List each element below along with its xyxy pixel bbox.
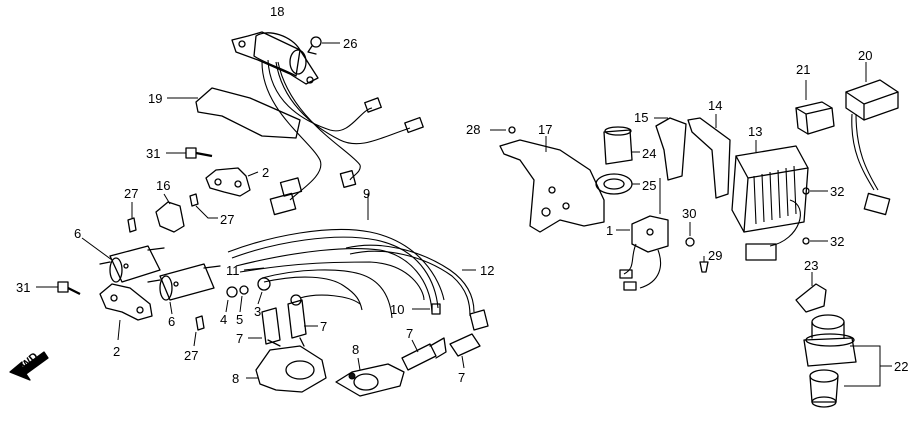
part-10-wire-end <box>412 303 441 315</box>
callout-8-left: 8 <box>232 371 239 386</box>
callout-3: 3 <box>254 304 261 319</box>
callout-16: 16 <box>156 178 170 193</box>
callout-7-d: 7 <box>458 370 465 385</box>
part-32-screw-upper <box>802 187 828 195</box>
callout-32-lower: 32 <box>830 234 844 249</box>
callout-10: 10 <box>390 302 404 317</box>
callout-labels: 18 26 19 31 2 16 27 27 9 6 11 12 31 10 4… <box>14 4 908 386</box>
callout-8-right: 8 <box>352 342 359 357</box>
callout-30: 30 <box>682 206 696 221</box>
part-2-clamp-lower <box>99 283 153 341</box>
part-22-pump <box>803 314 892 408</box>
part-30-washer <box>685 222 695 247</box>
part-25-rubber-mount <box>595 173 640 195</box>
callout-32-upper: 32 <box>830 184 844 199</box>
callout-24: 24 <box>642 146 656 161</box>
callout-18: 18 <box>270 4 284 19</box>
part-29-screw <box>699 256 709 273</box>
callout-4: 4 <box>220 312 227 327</box>
callout-31-upper: 31 <box>146 146 160 161</box>
part-27-screw-lower <box>193 315 205 347</box>
callout-7-b: 7 <box>236 331 243 346</box>
part-1-sensor <box>616 178 669 291</box>
callout-27-left: 27 <box>124 186 138 201</box>
callout-29: 29 <box>708 248 722 263</box>
fwd-arrow-icon <box>9 351 49 381</box>
callout-21: 21 <box>796 62 810 77</box>
part-8-coil-left <box>246 337 327 393</box>
part-21-relay <box>795 80 835 135</box>
part-23-bracket <box>795 272 827 313</box>
part-27-screw-upper <box>189 193 218 219</box>
callout-11: 11 <box>226 263 240 278</box>
part-19-plate <box>167 87 301 139</box>
callout-28: 28 <box>466 122 480 137</box>
part-7-caps-left <box>248 294 318 345</box>
part-18-wires <box>261 59 424 216</box>
part-5-nut <box>239 285 249 313</box>
callout-22: 22 <box>894 359 908 374</box>
callout-23: 23 <box>804 258 818 273</box>
callout-2-lower: 2 <box>113 344 120 359</box>
callout-1: 1 <box>606 223 613 238</box>
part-15-bracket <box>654 117 687 181</box>
part-31-bolt-upper <box>166 147 213 159</box>
callout-31-lower: 31 <box>16 280 30 295</box>
part-26-screw <box>307 36 340 55</box>
callout-6-left: 6 <box>74 226 81 241</box>
part-6-coil-right <box>147 263 221 315</box>
callout-25: 25 <box>642 178 656 193</box>
part-6-coil-left <box>81 237 165 283</box>
callout-27-upper: 27 <box>220 212 234 227</box>
part-9-hightension-wires <box>227 194 476 319</box>
part-27-screw-left <box>127 202 137 233</box>
part-28-screw <box>490 126 516 134</box>
callout-7-c: 7 <box>406 326 413 341</box>
part-13-cdi-unit <box>731 140 809 261</box>
part-24-relay <box>603 126 640 165</box>
part-32-screw-lower <box>802 237 828 245</box>
callout-19: 19 <box>148 91 162 106</box>
callout-12: 12 <box>480 263 494 278</box>
part-17-bracket <box>499 136 605 233</box>
callout-26: 26 <box>343 36 357 51</box>
callout-17: 17 <box>538 122 552 137</box>
callout-20: 20 <box>858 48 872 63</box>
part-8-coil-right <box>335 357 405 397</box>
part-2-clamp-upper <box>205 167 259 197</box>
part-18-coil-top <box>231 31 319 85</box>
callout-9: 9 <box>363 186 370 201</box>
callout-13: 13 <box>748 124 762 139</box>
callout-5: 5 <box>236 312 243 327</box>
callout-6-right: 6 <box>168 314 175 329</box>
part-4-washer <box>225 286 238 313</box>
callout-27-lower: 27 <box>184 348 198 363</box>
callout-7-a: 7 <box>320 319 327 334</box>
part-16-bracket <box>155 193 185 233</box>
callout-2-upper: 2 <box>262 165 269 180</box>
part-20-regulator <box>845 62 899 216</box>
part-31-bolt-lower <box>36 281 81 295</box>
callout-14: 14 <box>708 98 722 113</box>
part-14-bracket <box>687 114 731 199</box>
part-7-caps-right <box>401 309 489 371</box>
callout-15: 15 <box>634 110 648 125</box>
